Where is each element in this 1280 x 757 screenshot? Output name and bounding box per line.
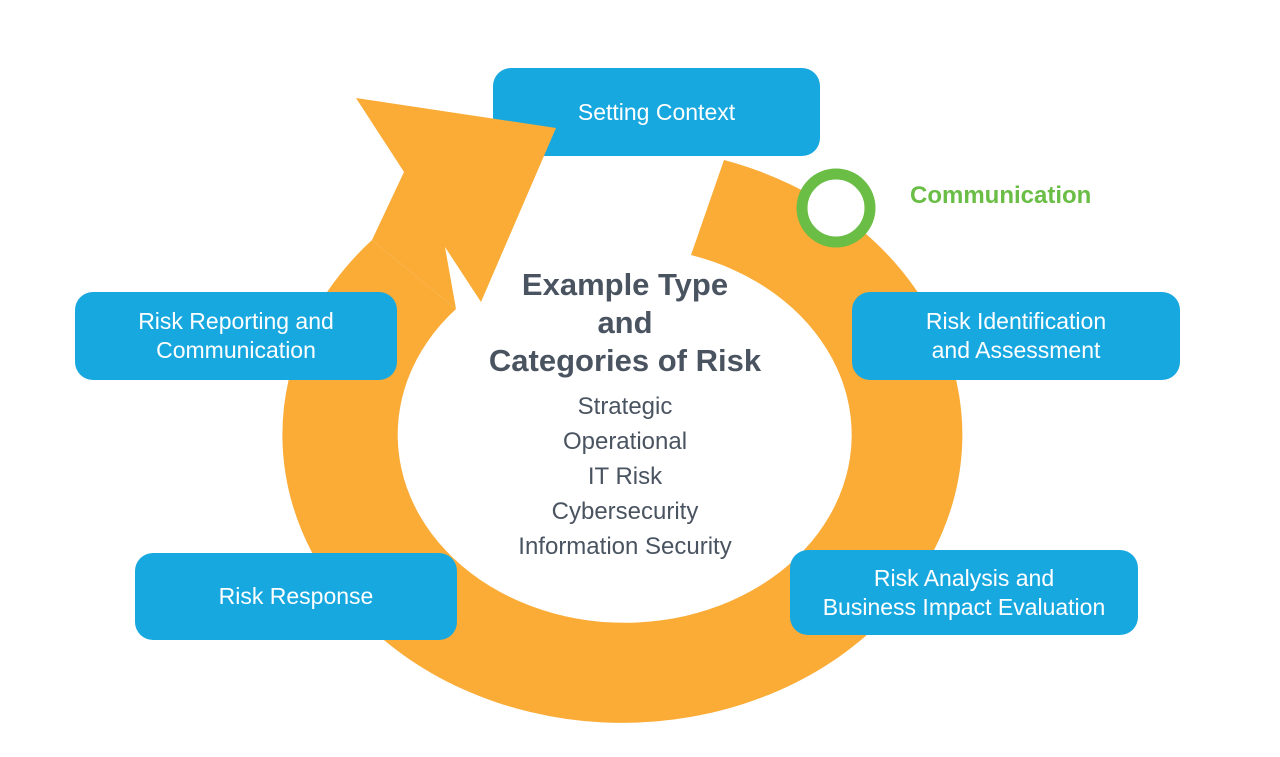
stage-risk-reporting: Risk Reporting and Communication (75, 292, 397, 380)
diagram-title-line: Example Type (521, 267, 729, 302)
center-text-block: Example Type and Categories of Risk Stra… (395, 266, 855, 564)
stage-risk-response: Risk Response (135, 553, 457, 640)
risk-category-item: IT Risk (587, 463, 663, 490)
stage-risk-identification: Risk Identification and Assessment (852, 292, 1180, 380)
communication-ring-icon (796, 168, 876, 248)
risk-category-item: Information Security (518, 533, 732, 560)
risk-category-list: Strategic Operational IT Risk Cybersecur… (395, 389, 855, 564)
stage-label: Communication (156, 337, 316, 363)
stage-label: Risk Reporting and (138, 308, 334, 334)
risk-category-item: Operational (562, 428, 688, 455)
risk-category-item: Strategic (577, 393, 673, 420)
stage-label: Risk Response (218, 583, 374, 609)
risk-category-item: Cybersecurity (551, 498, 699, 525)
diagram-title-line: Categories of Risk (488, 343, 762, 378)
diagram-title-line: and (597, 305, 653, 340)
cycle-arrow-head (356, 98, 556, 309)
stage-label: and Assessment (931, 337, 1101, 363)
stage-risk-analysis: Risk Analysis and Business Impact Evalua… (790, 550, 1138, 635)
stage-label: Business Impact Evaluation (822, 593, 1106, 620)
stage-label: Risk Analysis and (873, 564, 1055, 591)
communication-label: Communication (910, 182, 1092, 209)
stage-label: Setting Context (577, 98, 736, 125)
stage-label: Risk Identification (925, 308, 1107, 334)
diagram-title: Example Type and Categories of Risk (395, 266, 855, 380)
